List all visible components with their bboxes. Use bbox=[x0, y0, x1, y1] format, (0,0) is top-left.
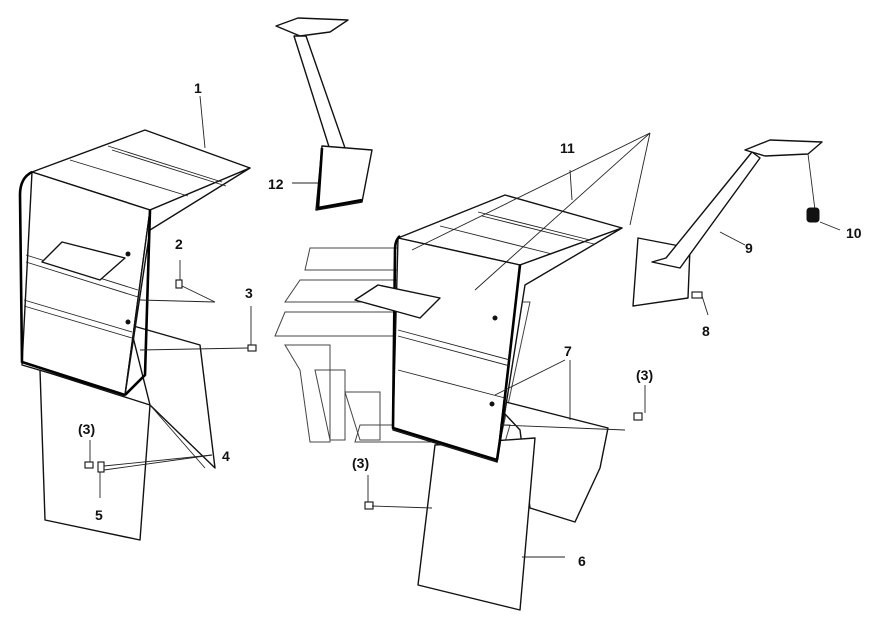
callout-labels: 1 12 2 3 (3) 4 5 11 9 10 8 7 (3) (3) 6 bbox=[78, 80, 862, 569]
callout-5: 5 bbox=[95, 507, 103, 523]
right-mud-flap bbox=[417, 437, 536, 611]
callout-9: 9 bbox=[745, 240, 753, 256]
callout-1: 1 bbox=[194, 80, 202, 96]
long-stay-9 bbox=[632, 139, 823, 307]
left-mud-flap bbox=[39, 369, 151, 541]
callout-3a: (3) bbox=[78, 421, 95, 437]
callout-6: 6 bbox=[578, 553, 586, 569]
bolt-2-icon bbox=[175, 279, 183, 289]
callout-4: 4 bbox=[222, 448, 230, 464]
left-fender-assembly bbox=[18, 129, 251, 541]
bolt-10-icon bbox=[806, 207, 820, 223]
left-fender-face bbox=[21, 171, 151, 396]
callout-3c: (3) bbox=[636, 367, 653, 383]
callout-8: 8 bbox=[702, 323, 710, 339]
bolt-3-icon bbox=[247, 344, 257, 352]
bolt-3b-icon bbox=[364, 501, 374, 510]
callout-11: 11 bbox=[560, 140, 575, 156]
leader-lines bbox=[89, 95, 841, 558]
right-flap-bracket bbox=[489, 397, 609, 523]
bolt-3c-icon bbox=[633, 412, 643, 421]
washer-5-icon bbox=[97, 461, 105, 473]
mounting-stay-12 bbox=[275, 17, 373, 211]
bolt-8-icon bbox=[691, 291, 703, 299]
callout-2: 2 bbox=[175, 236, 183, 252]
callout-7: 7 bbox=[564, 343, 572, 359]
right-inner-bracket bbox=[354, 284, 441, 319]
left-inner-bracket bbox=[41, 241, 126, 281]
bolt-3a-icon bbox=[84, 461, 94, 469]
callout-3b: (3) bbox=[352, 455, 369, 471]
callout-10: 10 bbox=[846, 225, 862, 241]
callout-3: 3 bbox=[245, 285, 253, 301]
callout-12: 12 bbox=[268, 176, 284, 192]
right-fender-assembly bbox=[274, 194, 623, 611]
